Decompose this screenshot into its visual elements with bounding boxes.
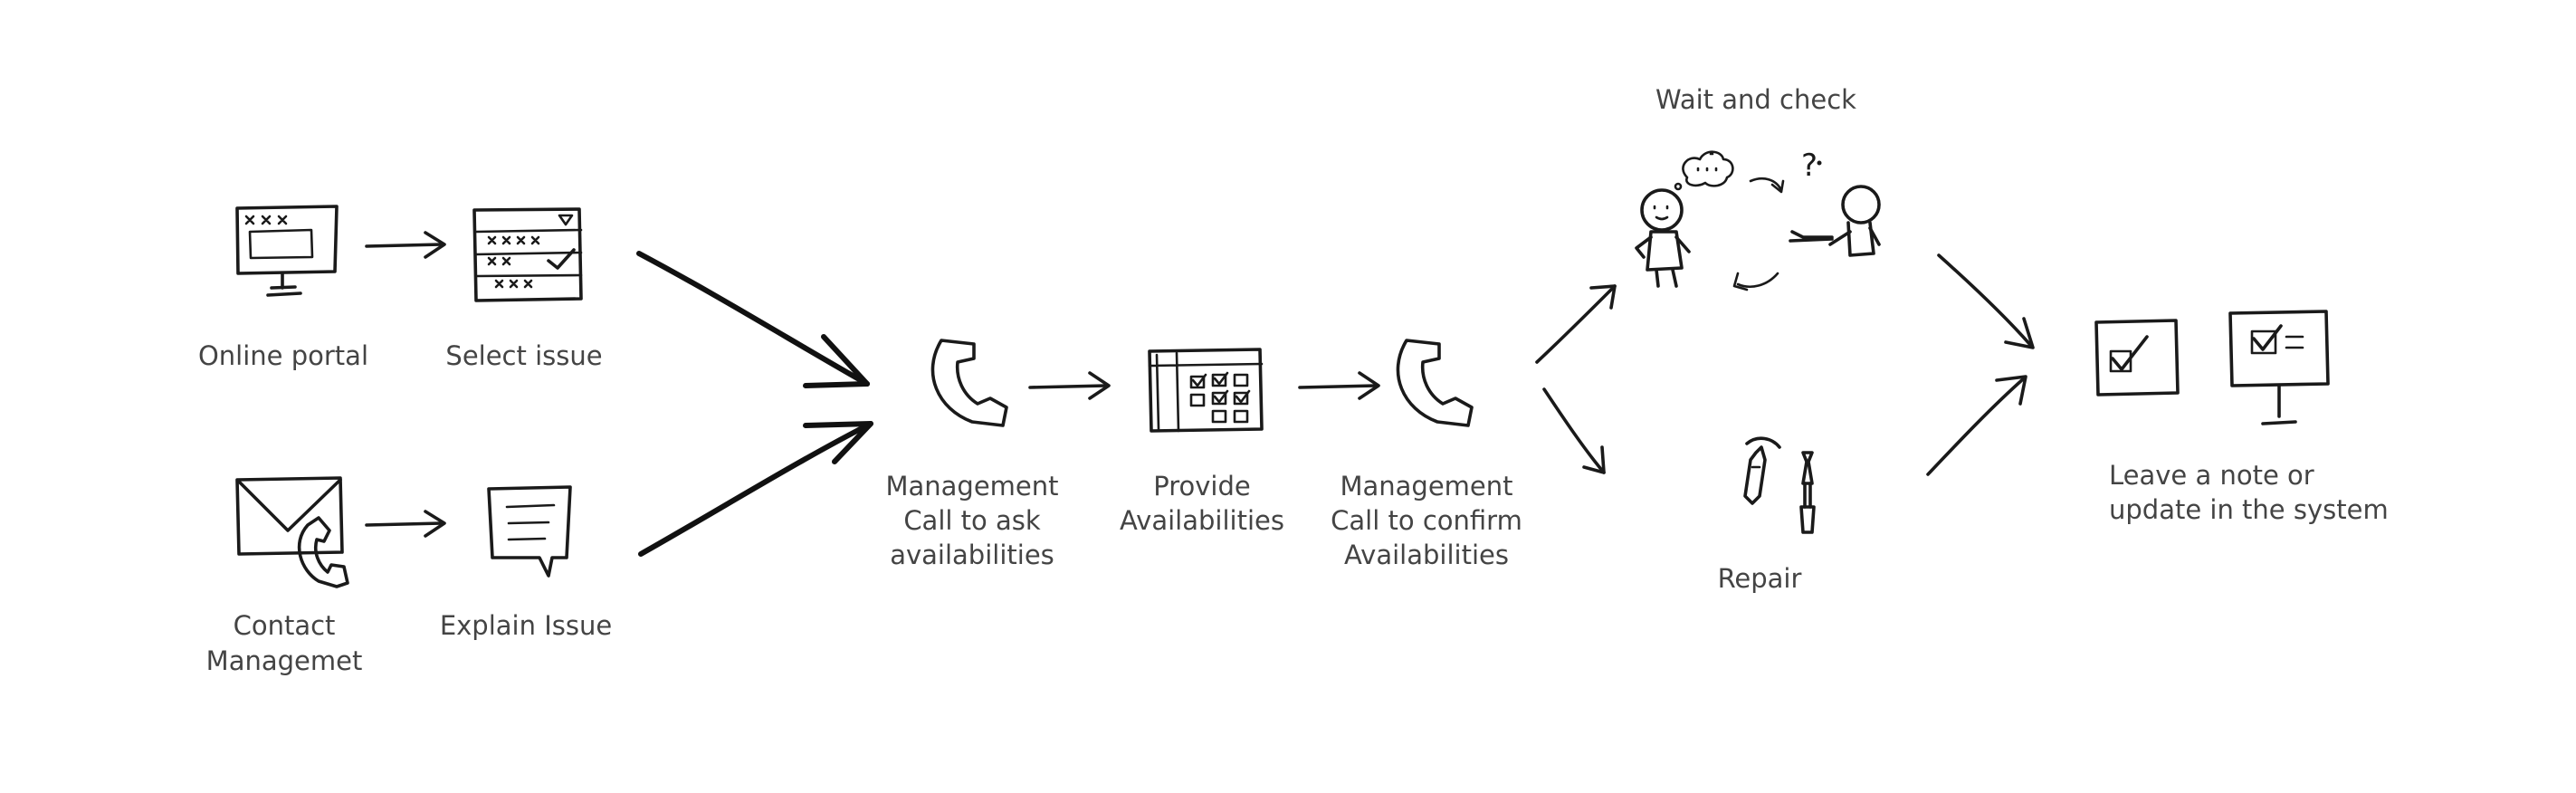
management-call-ask-label-line-3: availabilities bbox=[890, 540, 1054, 570]
online-portal-label: Online portal bbox=[198, 340, 368, 371]
computer-monitor-icon bbox=[235, 205, 339, 297]
explain-issue-label: Explain Issue bbox=[440, 610, 612, 641]
monitor-checklist-icon bbox=[2228, 310, 2330, 425]
contact-management-label-line-1: Contact bbox=[234, 610, 336, 641]
arrow-icon bbox=[1028, 371, 1111, 400]
contact-management-label-line-2: Managemet bbox=[206, 645, 363, 676]
arrow-icon bbox=[1298, 371, 1380, 400]
arrow-icon bbox=[365, 231, 446, 259]
management-call-confirm-label-line-1: Management bbox=[1340, 471, 1512, 502]
arrow-icon bbox=[1542, 387, 1606, 474]
speech-bubble-icon bbox=[487, 485, 572, 578]
svg-text:?: ? bbox=[1801, 148, 1818, 184]
leave-note-label-line-1: Leave a note or bbox=[2109, 460, 2314, 491]
arrow-icon bbox=[1535, 284, 1617, 364]
phone-icon bbox=[1396, 339, 1474, 427]
provide-availabilities-label-line-2: Availabilities bbox=[1120, 505, 1284, 536]
provide-availabilities-label-line-1: Provide bbox=[1153, 471, 1250, 502]
management-call-ask-label-line-2: Call to ask bbox=[903, 505, 1041, 536]
envelope-phone-icon bbox=[235, 476, 349, 588]
calendar-icon bbox=[1148, 348, 1264, 433]
arrow-icon bbox=[1926, 375, 2027, 476]
checkbox-icon bbox=[2094, 319, 2180, 396]
people-thinking-icon: ? bbox=[1635, 148, 1881, 291]
wait-and-check-label: Wait and check bbox=[1655, 84, 1856, 115]
arrow-icon bbox=[638, 421, 873, 557]
checklist-icon bbox=[472, 207, 583, 302]
leave-note-label-line-2: update in the system bbox=[2109, 494, 2389, 525]
arrow-icon bbox=[636, 251, 870, 388]
phone-icon bbox=[930, 339, 1008, 427]
management-call-confirm-label-line-3: Availabilities bbox=[1344, 540, 1509, 570]
management-call-ask-label-line-1: Management bbox=[885, 471, 1058, 502]
tools-icon bbox=[1743, 436, 1816, 534]
arrow-icon bbox=[365, 510, 446, 538]
select-issue-label: Select issue bbox=[445, 340, 602, 371]
arrow-icon bbox=[1937, 253, 2035, 349]
repair-label: Repair bbox=[1718, 563, 1802, 594]
management-call-confirm-label-line-2: Call to confirm bbox=[1331, 505, 1522, 536]
